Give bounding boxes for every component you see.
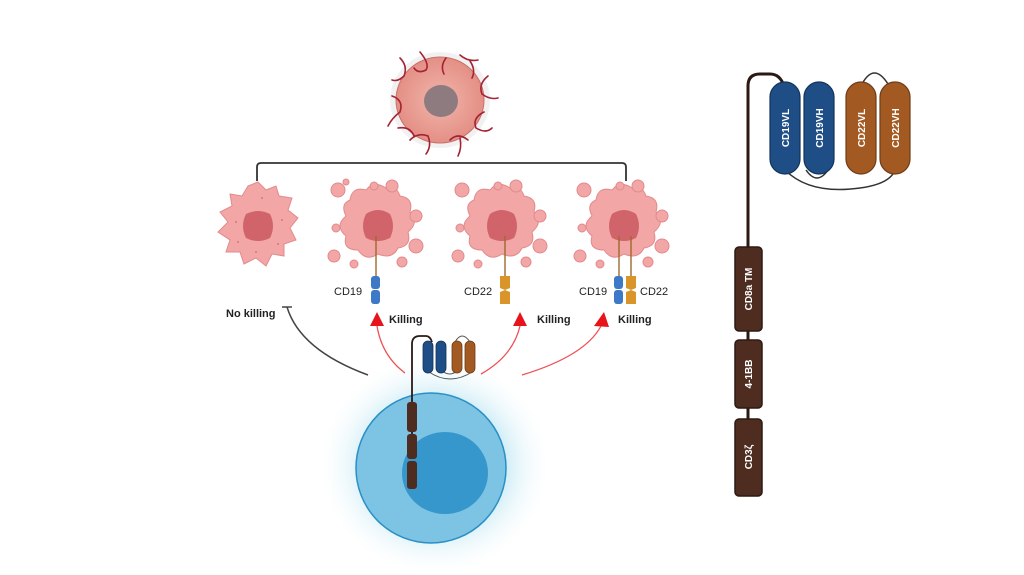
outcome-label-killing: Killing bbox=[618, 314, 652, 326]
tumor-cell-cd22-positive bbox=[451, 179, 548, 304]
vascularized-tumor-icon bbox=[387, 51, 499, 157]
no-killing-inhibition-arrow bbox=[282, 306, 369, 376]
cd19-antigen-icon bbox=[371, 276, 380, 304]
mini-cd22vl-domain bbox=[451, 340, 463, 374]
tumor-cell-cd19-cd22-positive bbox=[573, 179, 670, 304]
mini-car-construct bbox=[407, 335, 476, 489]
mini-cd19vl-domain bbox=[422, 340, 434, 374]
cd19vl-domain: CD19VL bbox=[769, 81, 801, 175]
mini-cd19vh-domain bbox=[435, 340, 447, 374]
svg-text:CD19VH: CD19VH bbox=[815, 108, 826, 147]
car-t-cell bbox=[317, 353, 553, 575]
car-construct-schematic: CD19VL CD19VH CD22VL CD22VH CD8a TM 4-1B… bbox=[734, 72, 911, 497]
cd22vh-domain: CD22VH bbox=[879, 81, 911, 175]
svg-text:CD22VL: CD22VL bbox=[857, 109, 868, 147]
killing-arrow-cd22 bbox=[480, 312, 527, 375]
killing-arrow-dual bbox=[521, 312, 609, 376]
cd22vl-domain: CD22VL bbox=[845, 81, 877, 175]
antigen-label-cd19: CD19 bbox=[334, 286, 362, 298]
cd22-antigen-icon bbox=[626, 276, 636, 304]
mini-cd8a-tm-domain bbox=[407, 402, 417, 432]
mini-cd3z-domain bbox=[407, 461, 417, 489]
outcome-label-killing: Killing bbox=[537, 314, 571, 326]
cd19-antigen-icon bbox=[614, 276, 623, 304]
cd3z-domain: CD3ζ bbox=[734, 418, 763, 497]
cd8a-tm-domain: CD8a TM bbox=[734, 246, 763, 332]
svg-text:4-1BB: 4-1BB bbox=[744, 360, 755, 389]
4-1bb-domain: 4-1BB bbox=[734, 339, 763, 409]
antigen-label-cd22: CD22 bbox=[640, 286, 668, 298]
tumor-cell-antigen-negative bbox=[217, 181, 299, 267]
svg-text:CD19VL: CD19VL bbox=[781, 109, 792, 147]
cd22-antigen-icon bbox=[500, 276, 510, 304]
svg-text:CD22VH: CD22VH bbox=[891, 108, 902, 147]
svg-text:CD3ζ: CD3ζ bbox=[744, 444, 755, 469]
svg-text:CD8a TM: CD8a TM bbox=[744, 268, 755, 311]
outcome-label-no-killing: No killing bbox=[226, 308, 276, 320]
mini-cd22vh-domain bbox=[464, 340, 476, 374]
tumor-cell-cd19-positive bbox=[327, 178, 424, 304]
antigen-label-cd22: CD22 bbox=[464, 286, 492, 298]
bracket-connector bbox=[256, 162, 627, 181]
killing-arrow-cd19 bbox=[370, 312, 406, 374]
antigen-label-cd19: CD19 bbox=[579, 286, 607, 298]
mini-4-1bb-domain bbox=[407, 434, 417, 459]
cd19vh-domain: CD19VH bbox=[803, 81, 835, 175]
outcome-label-killing: Killing bbox=[389, 314, 423, 326]
